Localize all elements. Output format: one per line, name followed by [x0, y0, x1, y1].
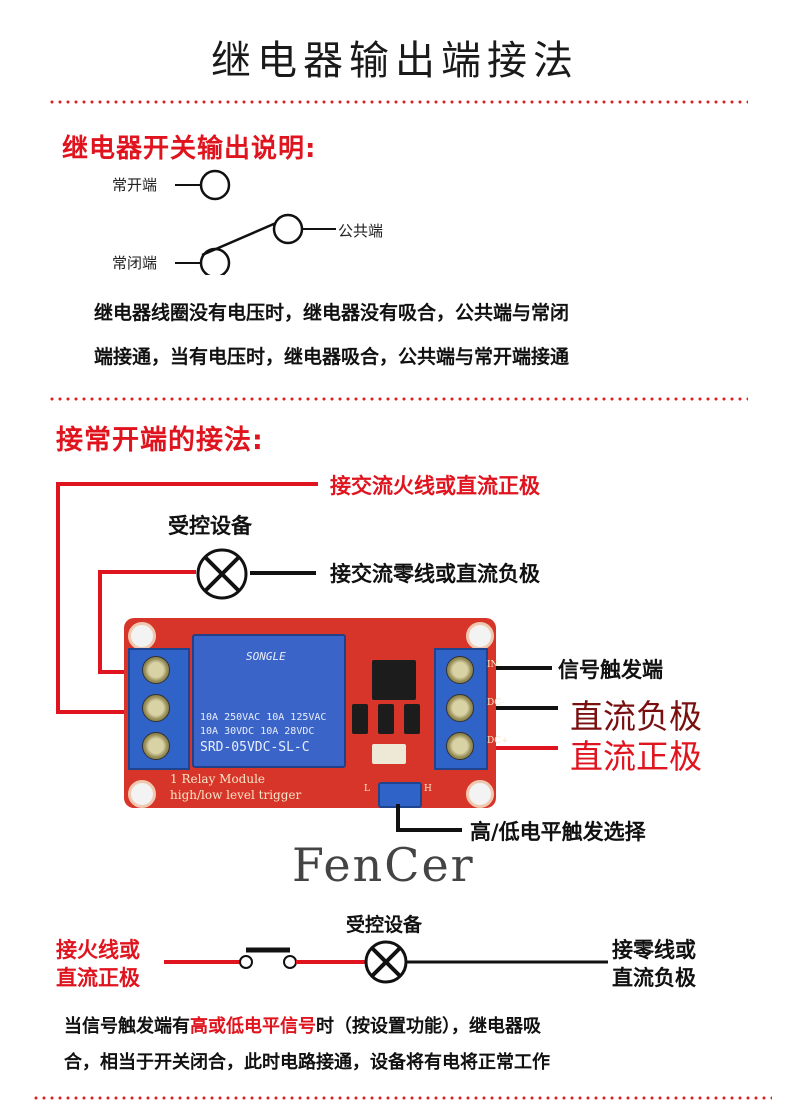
mount-hole [128, 780, 156, 808]
relay-rating2: 10A 30VDC 10A 28VDC [200, 726, 315, 737]
dc-pos-label: 直流正极 [570, 737, 702, 776]
lamp-icon [196, 548, 248, 600]
relay-model: SRD-05VDC-SL-C [200, 740, 310, 755]
terminal-screw [142, 694, 170, 722]
pin-in-label: IN [487, 660, 499, 670]
terminal-screw [142, 656, 170, 684]
neutral-label: 接交流零线或直流负极 [330, 562, 540, 586]
terminal-screw [446, 694, 474, 722]
section1-desc-line2: 端接通，当有电压时，继电器吸合，公共端与常开端接通 [94, 346, 570, 368]
mount-hole [128, 622, 156, 650]
smd-part [404, 704, 420, 734]
jumper-h-label: H [424, 784, 432, 794]
desc-prefix: 当信号触发端有 [64, 1016, 190, 1037]
terminal-screw [446, 656, 474, 684]
com-contact [272, 213, 304, 245]
brand-logo: FenCer [292, 838, 475, 892]
mount-hole [466, 622, 494, 650]
relay-component [192, 634, 346, 768]
jumper-wire [396, 804, 400, 830]
left-label-line1: 接火线或 [56, 938, 140, 962]
section1-desc-line1: 继电器线圈没有电压时，继电器没有吸合，公共端与常闭 [94, 302, 570, 324]
driver-chip [372, 660, 416, 700]
trigger-select-label: 高/低电平触发选择 [470, 820, 646, 844]
dc-pos-wire [496, 746, 558, 750]
jumper-l-label: L [364, 784, 370, 794]
mount-hole [466, 780, 494, 808]
no-contact [199, 169, 231, 201]
circuit-diagram [164, 940, 608, 984]
live-wire [56, 710, 130, 714]
section2-heading: 接常开端的接法: [56, 425, 264, 456]
nc-label: 常闭端 [112, 254, 158, 272]
desc-suffix: 时（按设置功能），继电器吸 [316, 1016, 541, 1037]
terminal-screw [142, 732, 170, 760]
smd-part [378, 704, 394, 734]
module-line2: high/low level trigger [170, 788, 302, 802]
live-wire [56, 482, 60, 714]
pin-dcp-label: DC+ [487, 736, 509, 746]
device-wire [98, 570, 102, 674]
device-wire [98, 670, 130, 674]
com-label: 公共端 [338, 222, 384, 240]
signal-label: 信号触发端 [558, 658, 663, 682]
pin-dcm-label: DC- [487, 698, 505, 708]
terminal-screw [446, 732, 474, 760]
signal-wire [496, 666, 552, 670]
section1-heading: 继电器开关输出说明: [62, 134, 317, 164]
section3-desc-line2: 合，相当于开关闭合，此时电路接通，设备将有电将正常工作 [64, 1052, 550, 1073]
trigger-jumper[interactable] [378, 782, 422, 808]
device-label: 受控设备 [168, 514, 252, 538]
module-line1: 1 Relay Module [170, 772, 266, 786]
right-label-line2: 直流负极 [612, 966, 696, 990]
switch-arm [201, 221, 277, 257]
device-wire [98, 570, 196, 574]
dc-neg-label: 直流负极 [570, 697, 702, 736]
optocoupler [372, 744, 406, 764]
switch-symbol [175, 169, 336, 275]
section3-desc-line1: 当信号触发端有高或低电平信号时（按设置功能），继电器吸 [64, 1010, 734, 1044]
smd-part [352, 704, 368, 734]
device-label-2: 受控设备 [346, 914, 423, 936]
no-label: 常开端 [112, 176, 158, 194]
relay-brand: SONGLE [246, 650, 286, 663]
divider [32, 1096, 772, 1100]
desc-highlight: 高或低电平信号 [190, 1016, 316, 1037]
relay-rating1: 10A 250VAC 10A 125VAC [200, 712, 327, 723]
divider [48, 100, 748, 104]
neutral-wire [250, 571, 316, 575]
page-title: 继电器输出端接法 [211, 38, 579, 84]
jumper-wire [396, 828, 462, 832]
dc-neg-wire [496, 706, 558, 710]
live-label: 接交流火线或直流正极 [330, 474, 540, 498]
left-label-line2: 直流正极 [56, 966, 140, 990]
divider [48, 397, 748, 401]
right-label-line1: 接零线或 [612, 938, 696, 962]
live-wire [56, 482, 318, 486]
